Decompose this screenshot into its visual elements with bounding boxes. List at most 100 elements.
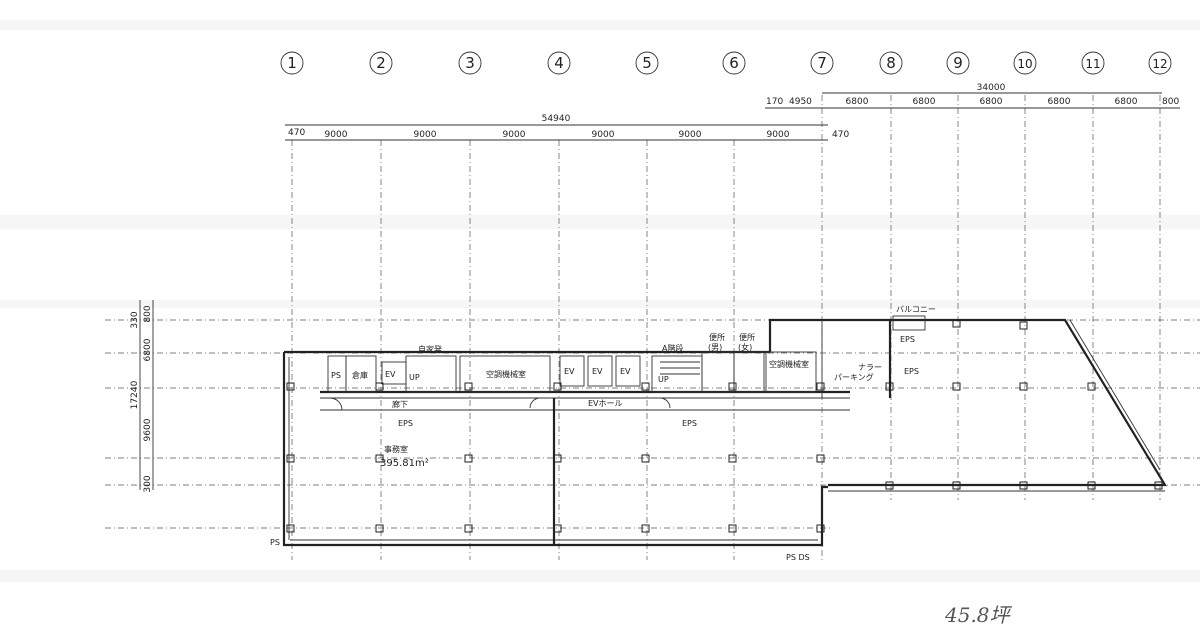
dim-east-span-2: 6800 [913,97,936,107]
building-outline-east: バルコニー EPS EPS [828,305,1167,492]
grid-marker-2: 2 [369,51,393,75]
label-eps-3: EPS [900,335,915,344]
dim-west-span-1: 9000 [325,130,348,140]
dim-west-total: 54940 [542,114,571,124]
elevator-4 [615,355,641,387]
building-outline-west [282,350,828,547]
grid-marker-6: 6 [722,51,746,75]
grid-marker-8: 8 [879,51,903,75]
label-ps-1: PS [331,371,341,380]
label-parking-sub: パーキング [834,372,874,382]
grid-label-8: 8 [886,54,896,72]
grid-marker-10: 10 [1013,51,1037,75]
grid-marker-4: 4 [547,51,571,75]
label-ps-corner: PS [270,538,280,547]
label-ev-4: EV [620,367,631,376]
dim-east-offset-1: 170 [766,97,783,107]
dim-west-edge-right: 470 [832,130,849,140]
grid-label-6: 6 [729,54,739,72]
ac-machine-room-1 [459,355,551,393]
grid-label-7: 7 [817,54,827,72]
label-toilet-m: 便所 [709,332,725,342]
label-eps-4: EPS [904,367,919,376]
label-parking: ナラー [858,363,882,372]
ac-machine-room-2 [765,351,817,393]
label-ev-3: EV [592,367,603,376]
grid-marker-5: 5 [635,51,659,75]
grid-label-2: 2 [376,54,386,72]
handwritten-area-note: 45.8坪 [944,603,1013,626]
dim-east-span-4: 6800 [1048,97,1071,107]
grid-lines-vertical [291,95,1161,560]
grid-label-12: 12 [1152,57,1167,71]
dim-east-span-3: 6800 [980,97,1003,107]
label-eps-1: EPS [398,419,413,428]
grid-label-11: 11 [1085,57,1100,71]
label-self-power: 自家発 [418,344,442,354]
grid-marker-1: 1 [280,51,304,75]
label-office-area: 395.81m² [380,458,429,469]
label-up-1: UP [409,373,420,382]
grid-marker-12: 12 [1148,51,1172,75]
storage-room [345,355,377,393]
dim-west-span-2: 9000 [414,130,437,140]
dim-east-span-1: 6800 [846,97,869,107]
dim-left-span-1: 800 [143,305,153,322]
grid-marker-9: 9 [946,51,970,75]
label-ev-2: EV [564,367,575,376]
balcony-box [892,315,926,331]
dim-east-span-5: 6800 [1115,97,1138,107]
building-outline-middle: ナラー パーキング [768,318,892,398]
label-storage: 倉庫 [352,370,368,380]
label-ev-1: EV [385,370,396,379]
label-balcony: バルコニー [896,305,936,314]
core-strip: PS 倉庫 EV 自家発 UP 空調機械室 EV EV EV A階段 UP 便所… [320,332,850,545]
office-area: 事務室 395.81m² [380,444,429,469]
dim-left-span-4: 300 [143,475,153,492]
dim-west-edge-left: 470 [288,128,305,138]
label-ps-ds: PS DS [786,553,810,562]
grid-axis-markers: 1 2 3 4 5 6 7 8 9 10 11 12 [280,51,1172,75]
label-up-2: UP [658,375,669,384]
label-office: 事務室 [384,444,408,454]
grid-label-1: 1 [287,54,297,72]
label-ac-2: 空調機械室 [769,359,809,369]
grid-label-9: 9 [953,54,963,72]
label-stair-a: A階段 [662,343,683,353]
grid-marker-11: 11 [1081,51,1105,75]
elevator-3 [587,355,613,387]
dim-west-span-6: 9000 [767,130,790,140]
dimension-chain-left: 330 800 17240 6800 9600 300 [130,300,154,493]
grid-label-4: 4 [554,54,564,72]
label-eps-2: EPS [682,419,697,428]
elevator-2 [559,355,585,387]
scan-noise [0,20,1200,582]
dim-west-span-5: 9000 [679,130,702,140]
dimension-chain-east: 34000 170 4950 6800 6800 6800 6800 6800 … [765,83,1180,109]
dim-east-total: 34000 [977,83,1006,93]
dim-left-span-2: 6800 [143,338,153,361]
dim-left-span-3: 9600 [143,418,153,441]
label-toilet-f-sub: (女) [738,342,752,352]
label-ac-1: 空調機械室 [486,369,526,379]
self-power-room [405,355,457,393]
grid-marker-3: 3 [458,51,482,75]
label-toilet-f: 便所 [739,332,755,342]
dim-west-span-3: 9000 [503,130,526,140]
dim-west-span-4: 9000 [592,130,615,140]
toilet-female [733,351,765,393]
dim-east-offset-2: 4950 [789,97,812,107]
dimension-chain-west: 54940 470 9000 9000 9000 9000 9000 9000 … [285,114,849,141]
label-toilet-m-sub: (男) [708,343,722,352]
dim-east-edge-right: 800 [1162,97,1179,107]
columns [286,319,1163,533]
label-corridor: 廊下 [392,399,408,409]
grid-label-5: 5 [642,54,652,72]
dim-left-top: 330 [130,311,140,328]
grid-label-3: 3 [465,54,475,72]
grid-label-10: 10 [1017,57,1032,71]
grid-marker-7: 7 [810,51,834,75]
dim-left-total: 17240 [130,380,140,409]
label-ev-hall: EVホール [588,399,623,408]
